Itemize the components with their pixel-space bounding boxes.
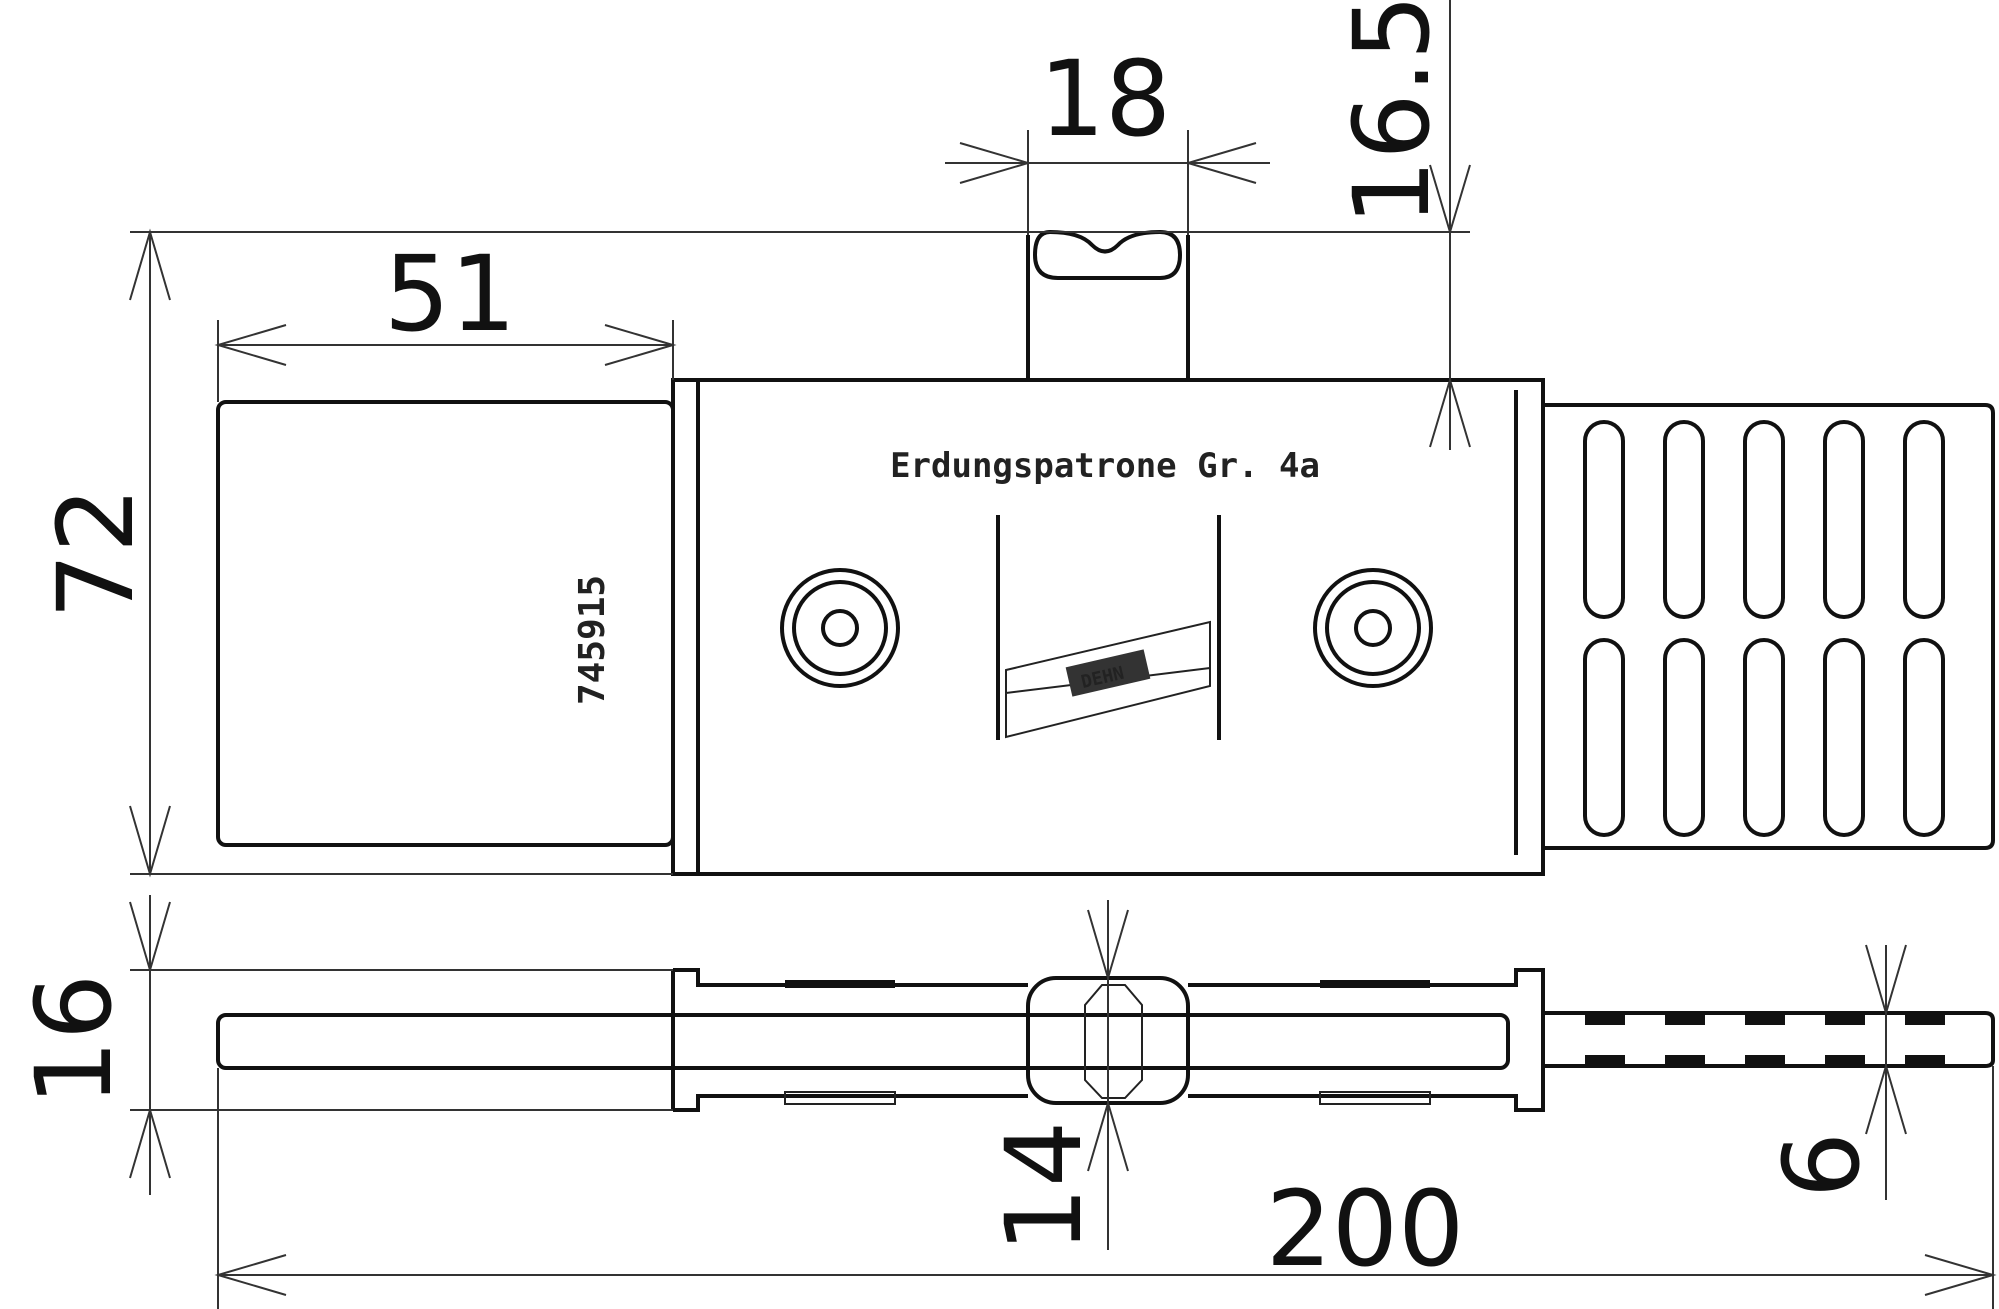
main-body xyxy=(671,378,1545,876)
grip-slots xyxy=(1583,420,1945,837)
side-inner-blade xyxy=(216,1013,1510,1070)
dim-72: 72 xyxy=(35,487,157,619)
dim-51: 51 xyxy=(384,233,516,355)
rivet-right xyxy=(1313,568,1433,688)
dimension-labels: 72 51 18 16.5 16 14 6 200 xyxy=(13,0,1883,1290)
side-view xyxy=(216,968,1995,1112)
dim-200: 200 xyxy=(1266,1168,1465,1290)
tip-ridges xyxy=(1585,1015,1945,1065)
rivet-left xyxy=(780,568,900,688)
dimension-lines xyxy=(129,0,1997,1309)
dim-16: 16 xyxy=(13,974,135,1106)
dim-18: 18 xyxy=(1039,38,1171,160)
logo: DEHN xyxy=(996,515,1221,740)
clip xyxy=(1026,235,1190,380)
part-number: 745915 xyxy=(572,575,613,705)
product-label: Erdungspatrone Gr. 4a xyxy=(890,446,1320,486)
dim-16-5: 16.5 xyxy=(1331,0,1453,226)
dim-6: 6 xyxy=(1761,1132,1883,1198)
dim-14: 14 xyxy=(983,1121,1105,1253)
grip xyxy=(1543,403,1995,850)
